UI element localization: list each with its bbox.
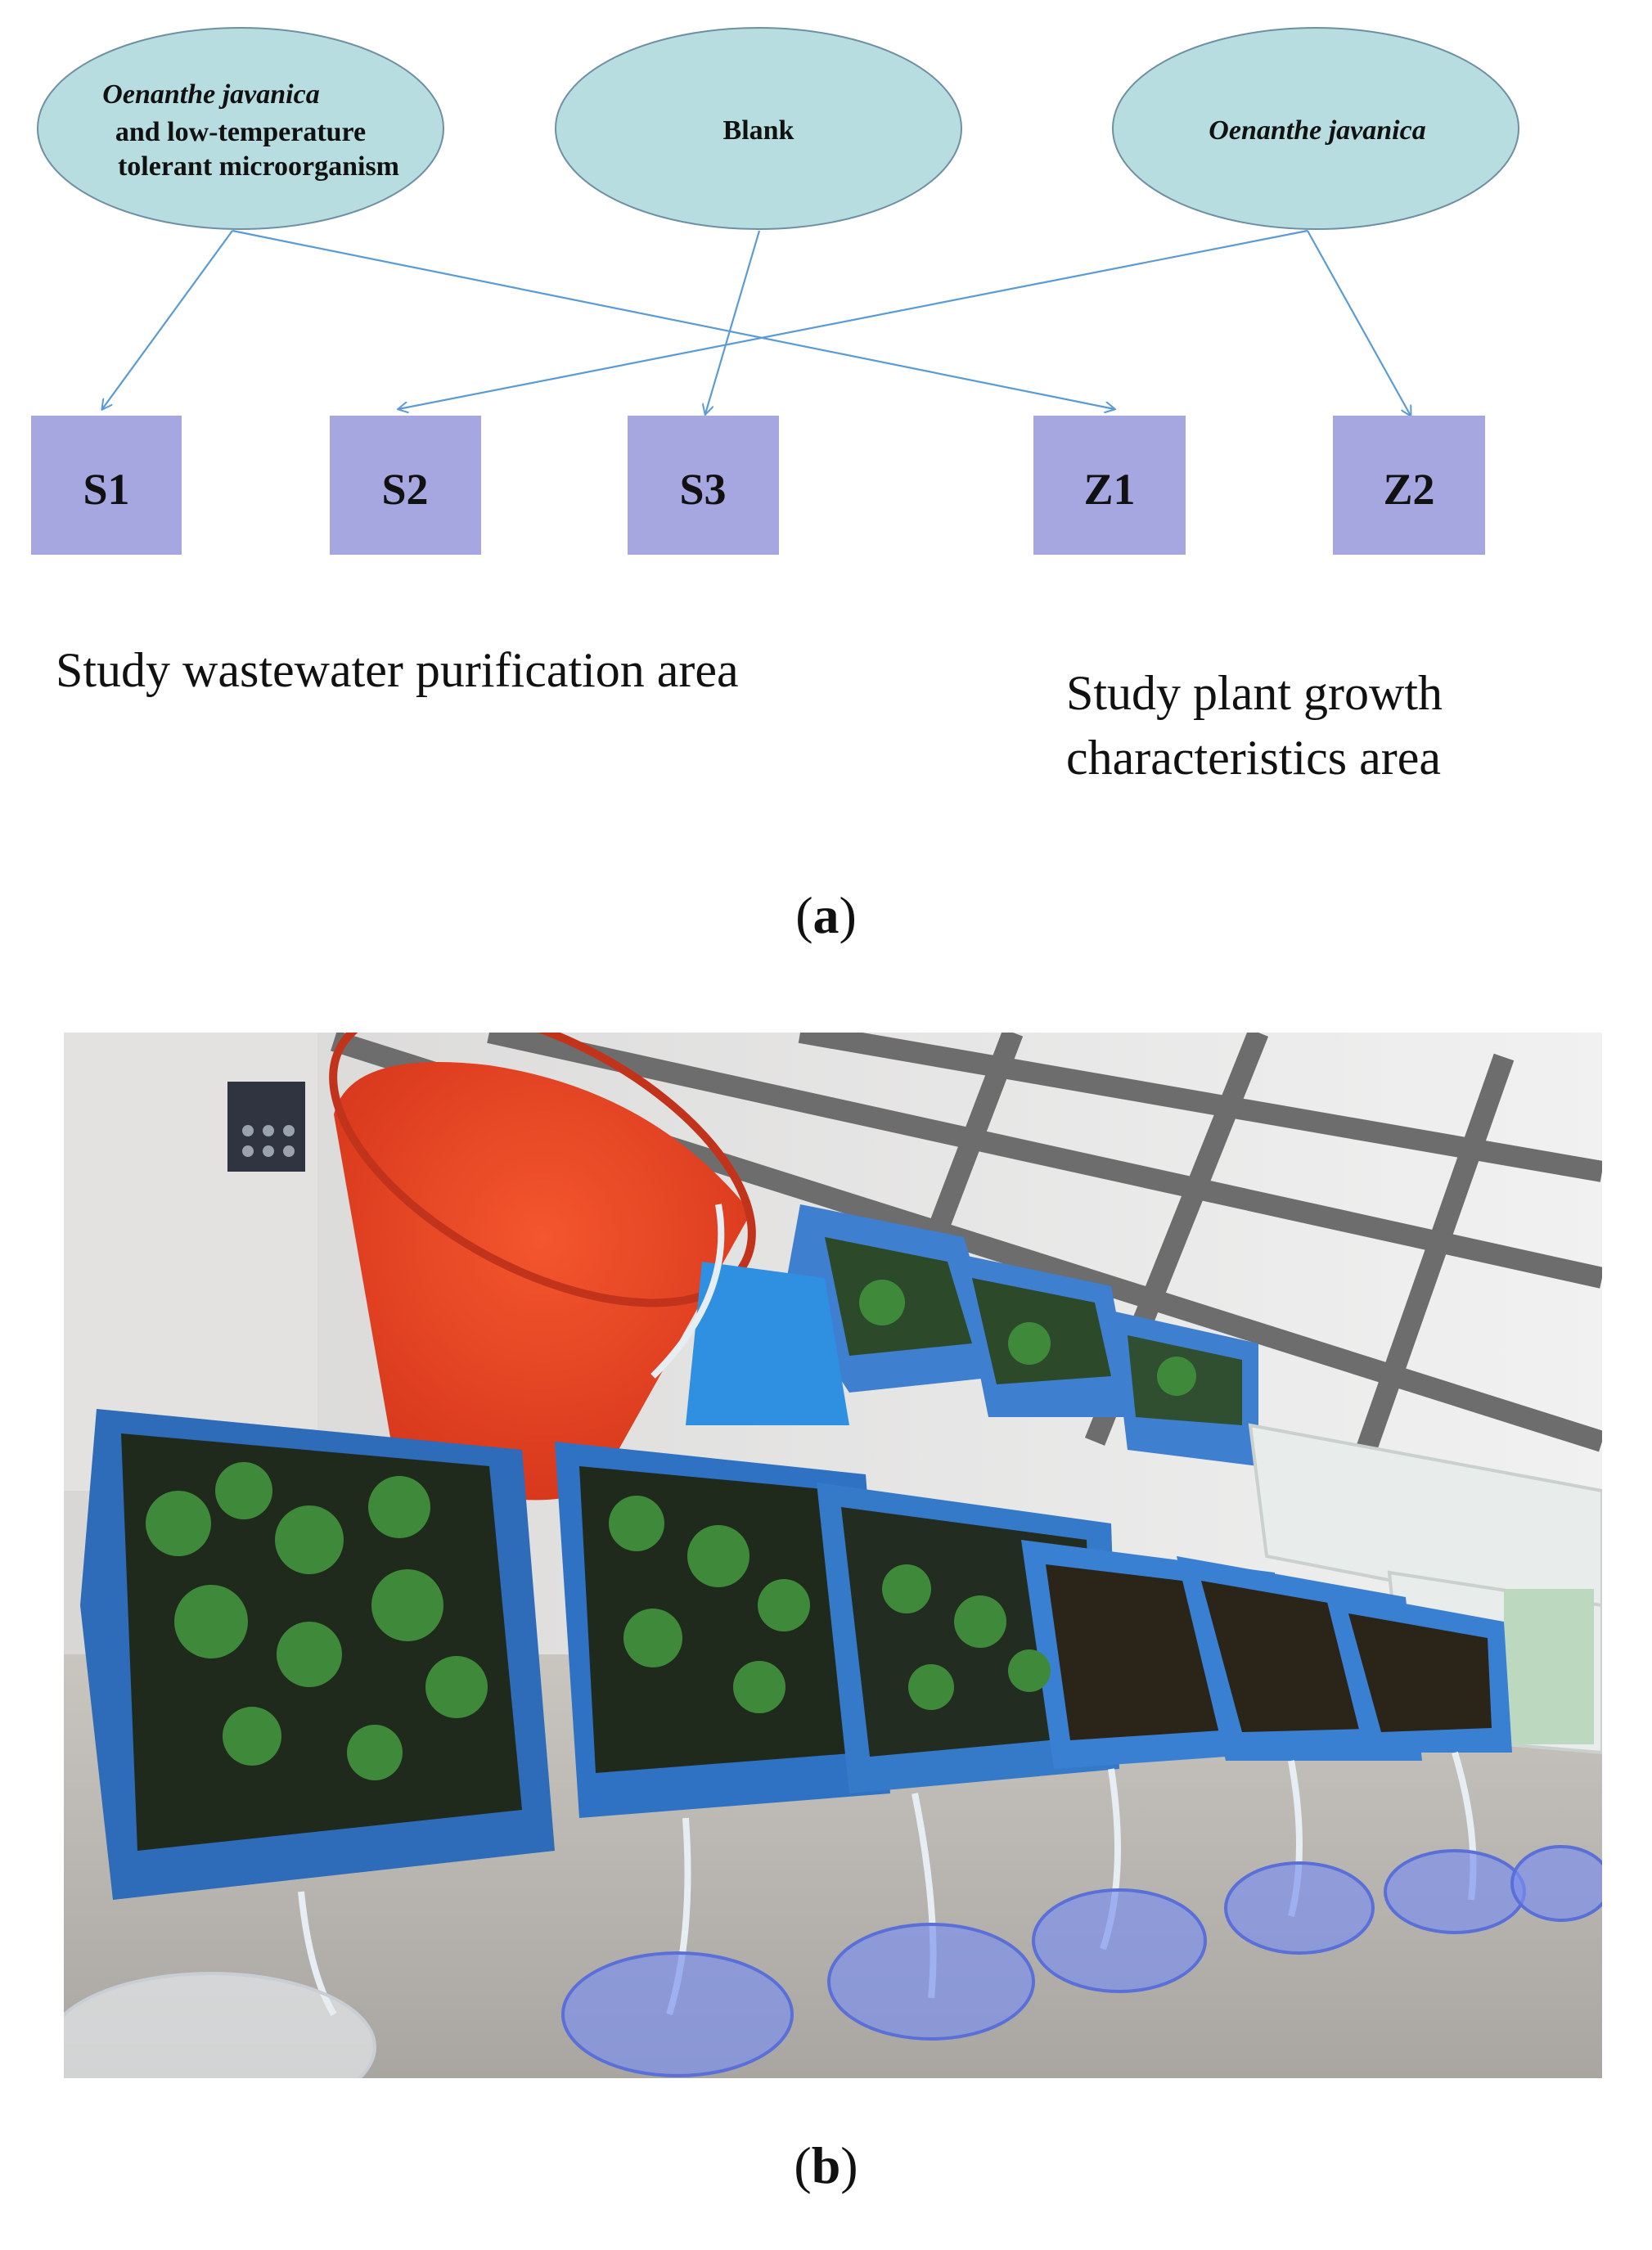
box-s2-label: S2 <box>381 465 428 514</box>
caption-a-letter: a <box>812 886 840 944</box>
caption-b: (b) <box>794 2136 858 2194</box>
box-z2-label: Z2 <box>1383 465 1434 514</box>
node-oj-label: Oenanthe javanica <box>1209 115 1425 146</box>
edges <box>102 229 1411 416</box>
box-z1: Z1 <box>1033 416 1186 555</box>
box-s1-label: S1 <box>83 465 129 514</box>
edge-blank-s3 <box>705 230 761 414</box>
edge-oj-z2 <box>1307 230 1411 416</box>
caption-b-letter: b <box>811 2136 841 2194</box>
photo-illustration <box>64 1033 1602 2078</box>
area-right-line1: Study plant growth <box>1066 666 1443 720</box>
node-oj-micro: Oenanthe javanica and low-temperature to… <box>37 27 444 230</box>
box-s2: S2 <box>330 416 481 555</box>
area-left-label: Study wastewater purification area <box>56 643 739 697</box>
caption-a: (a) <box>795 886 857 944</box>
node-oj-micro-line3: tolerant microorganism <box>118 151 399 182</box>
edge-oj-micro-z1 <box>232 229 1114 409</box>
node-oj: Oenanthe javanica <box>1112 27 1519 230</box>
box-s3-label: S3 <box>679 465 726 514</box>
edge-oj-micro-s1 <box>102 230 233 409</box>
box-z1-label: Z1 <box>1083 465 1135 514</box>
node-oj-micro-line2: and low-temperature <box>115 117 366 147</box>
diagram: Oenanthe javanica and low-temperature to… <box>31 27 1519 555</box>
edge-oj-s2 <box>398 229 1308 409</box>
box-s1: S1 <box>31 416 182 555</box>
box-z2: Z2 <box>1333 416 1485 555</box>
area-right-line2: characteristics area <box>1066 731 1441 785</box>
area-right-label: Study plant growth characteristics area <box>1066 661 1443 790</box>
node-blank-label: Blank <box>723 115 794 146</box>
box-s3: S3 <box>628 416 779 555</box>
node-blank: Blank <box>555 27 962 230</box>
hydroponic-planters-photo <box>64 1033 1602 2078</box>
node-oj-micro-line1: Oenanthe javanica <box>102 79 319 110</box>
